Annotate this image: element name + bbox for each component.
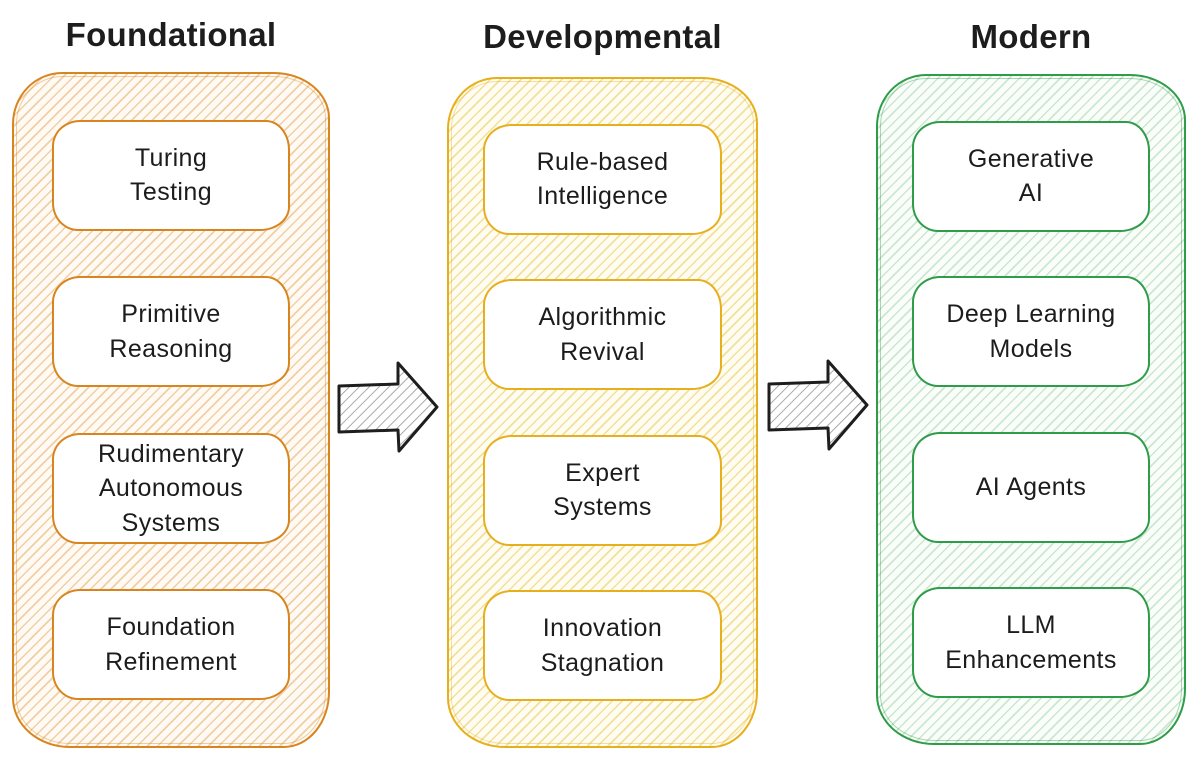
node-turing-testing: Turing Testing — [52, 119, 290, 231]
column-title-modern: Modern — [970, 18, 1092, 55]
node-rule-based-intelligence: Rule-based Intelligence — [483, 123, 722, 235]
node-label: Turing Testing — [129, 143, 212, 207]
node-deep-learning-models: Deep Learning Models — [912, 276, 1150, 388]
node-label: Innovation Stagnation — [540, 614, 665, 677]
node-label: LLM Enhancements — [945, 611, 1117, 674]
node-rudimentary-autonomous-systems: Rudimentary Autonomous Systems — [52, 432, 290, 544]
node-algorithmic-revival: Algorithmic Revival — [483, 279, 722, 391]
node-generative-ai: Generative AI — [912, 120, 1150, 232]
column-title-developmental: Developmental — [483, 18, 722, 55]
node-label: Expert Systems — [553, 458, 652, 522]
arrow-right-icon — [767, 359, 869, 451]
node-label: Deep Learning Models — [946, 300, 1116, 363]
node-label: Generative AI — [967, 144, 1095, 208]
node-label: Foundation Refinement — [105, 613, 237, 676]
stage-modern: Generative AI Deep Learning Models AI Ag… — [876, 74, 1186, 745]
node-label: Rudimentary Autonomous Systems — [97, 439, 245, 537]
node-label: Algorithmic Revival — [538, 303, 667, 366]
node-expert-systems: Expert Systems — [483, 434, 722, 546]
stage-developmental: Rule-based Intelligence Algorithmic Revi… — [447, 77, 758, 748]
node-foundation-refinement: Foundation Refinement — [52, 589, 290, 701]
stage-foundational: Turing Testing Primitive Reasoning Rudim… — [12, 72, 330, 748]
node-primitive-reasoning: Primitive Reasoning — [52, 276, 290, 388]
arrow-right-icon — [337, 361, 439, 453]
node-label: Primitive Reasoning — [109, 300, 233, 363]
node-ai-agents: AI Agents — [912, 431, 1150, 543]
node-llm-enhancements: LLM Enhancements — [912, 587, 1150, 699]
node-label: AI Agents — [975, 473, 1087, 502]
column-title-foundational: Foundational — [65, 16, 277, 53]
node-label: Rule-based Intelligence — [536, 147, 669, 211]
node-innovation-stagnation: Innovation Stagnation — [483, 590, 722, 702]
